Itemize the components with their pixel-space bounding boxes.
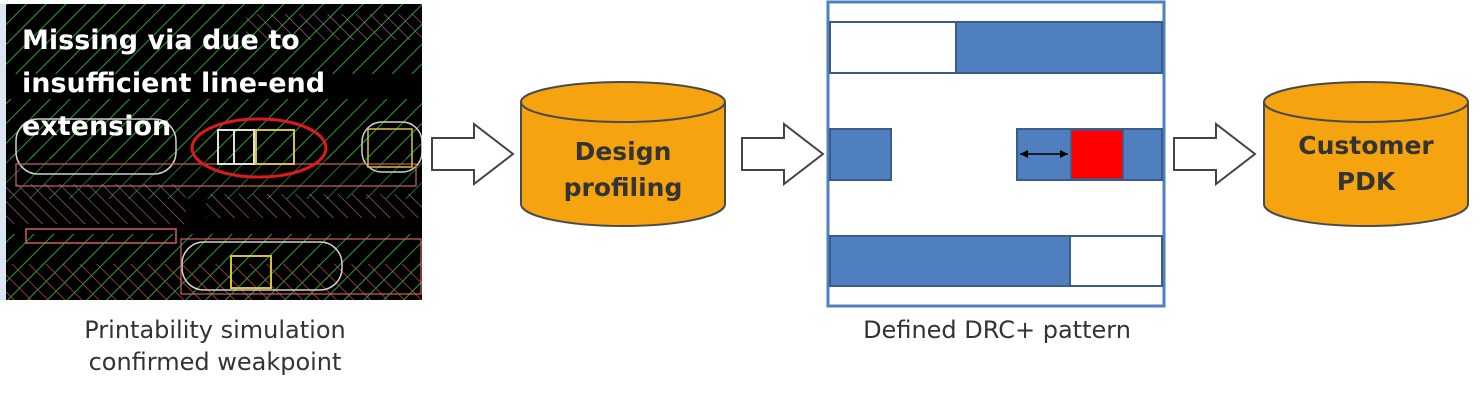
drc-pattern-caption: Defined DRC+ pattern <box>863 316 1131 344</box>
annotation-line-3: extension <box>22 111 172 142</box>
cylinder-top <box>520 81 726 123</box>
flow-arrow-1 <box>431 122 515 186</box>
cylinder-top <box>1263 81 1469 123</box>
bottom-rail-left <box>829 235 1071 287</box>
top-rail-right <box>955 21 1163 74</box>
design-profiling-line-1: Design <box>574 137 672 166</box>
caption-line-2: confirmed weakpoint <box>88 348 342 376</box>
cylinder-body <box>1263 102 1469 227</box>
customer-pdk-line-1: Customer <box>1298 131 1434 160</box>
customer-pdk-cylinder <box>1263 81 1469 227</box>
design-profiling-label: Design profiling <box>519 134 727 206</box>
design-profiling-line-2: profiling <box>563 173 683 202</box>
bottom-rail-right <box>1069 235 1163 287</box>
weakpoint-annotation: Missing via due to insufficient line-end… <box>22 19 412 148</box>
caption-line-1: Printability simulation <box>84 316 346 344</box>
annotation-line-2: insufficient line-end <box>22 68 326 99</box>
customer-pdk-label: Customer PDK <box>1262 128 1470 200</box>
annotation-line-1: Missing via due to <box>22 25 300 56</box>
top-rail-left <box>829 21 957 74</box>
flow-arrow-2 <box>741 122 825 186</box>
weakpoint-caption: Printability simulation confirmed weakpo… <box>20 314 410 378</box>
cylinder-body <box>520 102 726 227</box>
customer-pdk-line-2: PDK <box>1336 167 1396 196</box>
flow-arrow-3 <box>1173 122 1257 186</box>
layout-simulation-image <box>6 4 422 300</box>
design-profiling-cylinder <box>520 81 726 227</box>
drc-pattern-diagram <box>826 0 1166 308</box>
weakpoint-image-edge <box>0 4 6 300</box>
via-violation <box>1070 129 1124 180</box>
left-line-end <box>829 128 892 181</box>
